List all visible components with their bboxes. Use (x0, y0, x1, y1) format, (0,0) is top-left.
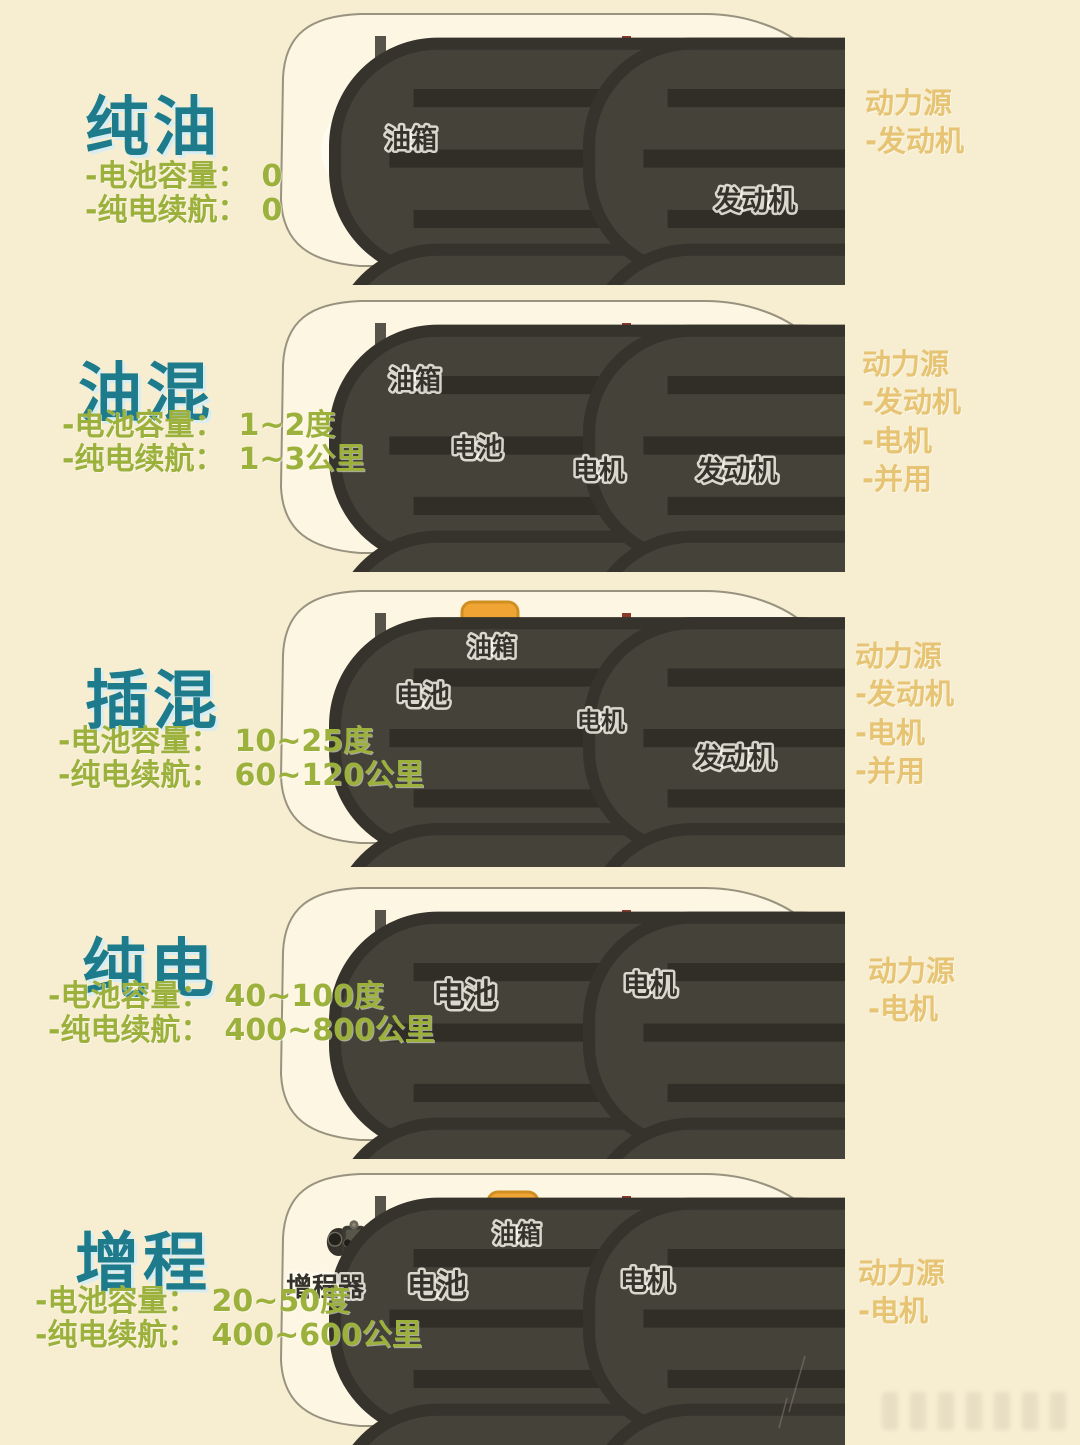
car-diagram-pure-gas: 油箱 发动机 (279, 13, 845, 285)
battery-label: 电池 (451, 434, 503, 464)
row-stats: -电池容量：1~2度 -纯电续航：1~3公里 (62, 409, 365, 477)
battery-capacity-stat: -电池容量：20~50度 (35, 1284, 351, 1319)
wheel (589, 44, 845, 274)
motor-label: 电机 (577, 707, 625, 735)
motor-label: 电机 (620, 1266, 674, 1297)
battery-capacity-stat: -电池容量：1~2度 (62, 408, 336, 443)
row-stats: -电池容量：0 -纯电续航：0 (85, 160, 282, 228)
power-source-label: 动力源 -电机 (868, 954, 956, 1027)
fuel-tank-label: 油箱 (385, 124, 437, 155)
car-diagram-erev: 增程器 电池 油箱 电机 (279, 1173, 845, 1445)
battery-capacity-stat: -电池容量：0 (85, 159, 283, 194)
wheel (589, 623, 845, 853)
wheel (589, 918, 845, 1148)
stray-marks (778, 1355, 806, 1429)
battery-label: 电池 (396, 681, 450, 712)
range-extender-label: 增程器 (286, 1272, 365, 1303)
ev-range-stat: -纯电续航：1~3公里 (62, 441, 366, 477)
row-title: 纯电 (82, 933, 218, 1007)
powertrain-row-erev: 增程 -电池容量：20~50度 -纯电续航：400~600公里 动力源 -电机 (0, 1158, 1080, 1440)
ev-range-stat: -纯电续航：60~120公里 (58, 757, 424, 793)
fuel-tank-label: 油箱 (389, 365, 441, 396)
fuel-tank-label: 油箱 (468, 633, 516, 661)
engine-label: 发动机 (696, 455, 778, 487)
ev-range-stat: -纯电续航：400~800公里 (48, 1012, 435, 1048)
engine-label: 发动机 (694, 742, 776, 774)
ev-range-stat: -纯电续航：0 (85, 192, 283, 228)
row-stats: -电池容量：10~25度 -纯电续航：60~120公里 (58, 725, 424, 793)
car-diagram-phev: 电池 油箱 电机 发动机 (279, 590, 845, 867)
power-source-label: 动力源 -发动机 -电机 -并用 (862, 347, 962, 496)
battery-label: 电池 (433, 976, 497, 1014)
fuel-tank-label: 油箱 (493, 1220, 541, 1248)
motor-label: 电机 (623, 970, 677, 1001)
powertrain-row-phev: 插混 -电池容量：10~25度 -纯电续航：60~120公里 动力源 -发动机 … (0, 575, 1080, 872)
powertrain-row-bev: 纯电 -电池容量：40~100度 -纯电续航：400~800公里 动力源 -电机 (0, 872, 1080, 1158)
power-source-label: 动力源 -发动机 -电机 -并用 (855, 639, 955, 788)
battery-capacity-stat: -电池容量：40~100度 (48, 979, 384, 1014)
power-source-label: 动力源 -电机 (858, 1256, 946, 1329)
battery-label: 电池 (407, 1269, 467, 1304)
car-diagram-bev: 电池 电机 (279, 887, 845, 1159)
ev-range-stat: -纯电续航：400~600公里 (35, 1317, 422, 1353)
row-title: 油混 (78, 357, 214, 431)
engine-label: 发动机 (714, 185, 796, 217)
motor-label: 电机 (573, 456, 625, 486)
wheel (589, 331, 845, 561)
powertrain-row-pure-gas: 纯油 -电池容量：0 -纯电续航：0 动力源 -发动机 油箱 发动机 (0, 0, 1080, 285)
battery-capacity-stat: -电池容量：10~25度 (58, 724, 374, 759)
row-title: 增程 (75, 1227, 211, 1301)
powertrain-row-hev: 油混 -电池容量：1~2度 -纯电续航：1~3公里 动力源 -发动机 -电机 -… (0, 285, 1080, 575)
watermark (882, 1392, 1070, 1430)
row-stats: -电池容量：40~100度 -纯电续航：400~800公里 (48, 980, 435, 1048)
row-stats: -电池容量：20~50度 -纯电续航：400~600公里 (35, 1285, 422, 1353)
row-title: 纯油 (85, 91, 221, 165)
power-source-label: 动力源 -发动机 (865, 86, 965, 159)
row-title: 插混 (85, 665, 221, 739)
car-diagram-hev: 油箱 电池 电机 发动机 (279, 300, 845, 572)
wheel (589, 1204, 845, 1434)
